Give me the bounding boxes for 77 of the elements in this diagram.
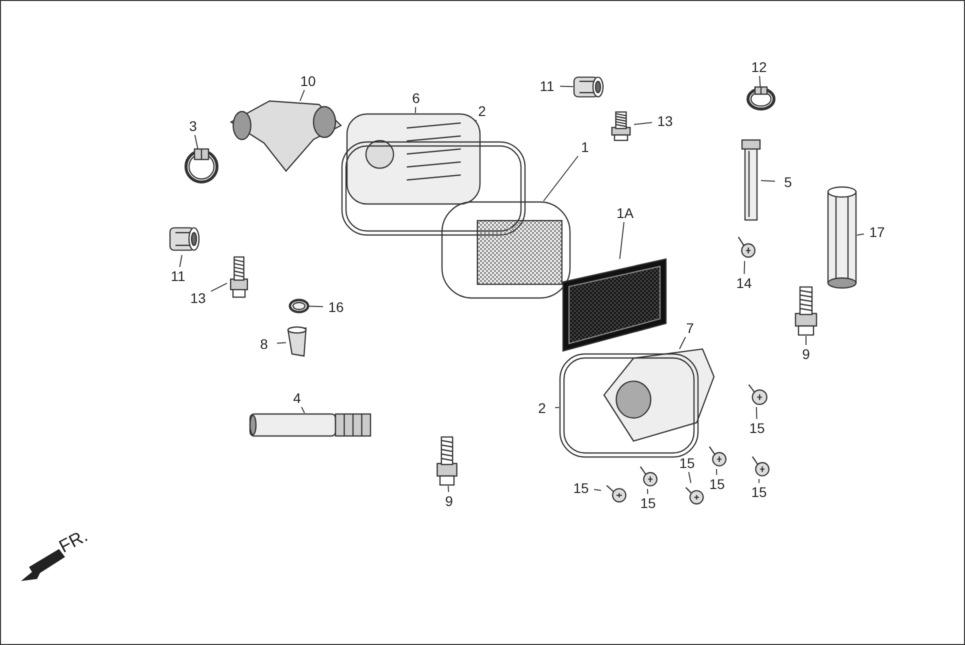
leader-line	[758, 478, 760, 484]
leader-line	[760, 180, 776, 182]
bolt-drawing	[436, 436, 458, 486]
callout-number: 7	[677, 319, 703, 337]
screw-drawing	[738, 236, 756, 258]
callout-number: 2	[469, 102, 495, 120]
leader-line	[688, 472, 692, 484]
hose-drawing	[827, 186, 857, 289]
callout-number: 9	[436, 492, 462, 510]
leader-line	[716, 468, 718, 476]
screw-drawing	[606, 484, 626, 502]
leader-line	[194, 134, 198, 150]
leader-line	[634, 122, 652, 126]
leader-line	[759, 76, 761, 88]
leader-line	[543, 156, 579, 202]
leader-line	[856, 234, 864, 236]
callout-number: 6	[403, 89, 429, 107]
callout-number: 8	[251, 335, 277, 353]
callout-number: 13	[185, 289, 211, 307]
leader-line	[679, 336, 686, 350]
callout-number: 12	[746, 58, 772, 76]
callout-number: 9	[793, 345, 819, 363]
leader-line	[210, 282, 228, 292]
callout-number: 11	[165, 267, 191, 285]
callout-number: 16	[323, 298, 349, 316]
leader-line	[594, 489, 602, 491]
callout-number: 15	[674, 454, 700, 472]
callout-number: 15	[568, 479, 594, 497]
o-ring-drawing	[288, 298, 310, 314]
callout-number: 11	[534, 77, 560, 95]
callout-number: 15	[635, 494, 661, 512]
leader-line	[744, 260, 746, 274]
leader-line	[276, 342, 286, 344]
callout-number: 1	[572, 138, 598, 156]
screw-drawing	[708, 446, 726, 466]
bolt-drawing	[611, 111, 631, 141]
filter-drawing	[441, 201, 571, 299]
leader-line	[554, 407, 560, 408]
leader-line	[448, 486, 450, 492]
intake-duct-drawing	[230, 100, 342, 172]
screw-drawing	[685, 486, 704, 504]
callout-number: 2	[529, 399, 555, 417]
hose-clamp-drawing	[746, 86, 776, 110]
leader-line	[619, 222, 624, 260]
filter-element-drawing	[562, 258, 667, 352]
callout-number: 3	[180, 117, 206, 135]
air-box-drawing	[603, 348, 715, 442]
plug-drawing	[287, 326, 307, 357]
breather-tube-drawing	[249, 413, 372, 437]
callout-number: 10	[295, 72, 321, 90]
screw-drawing	[752, 456, 770, 476]
leader-line	[308, 306, 324, 308]
rubber-sleeve-drawing	[169, 227, 200, 251]
leader-line	[300, 90, 305, 102]
callout-number: 13	[652, 112, 678, 130]
bolt-drawing	[794, 286, 818, 336]
callout-number: 1A	[612, 204, 638, 222]
callout-number: 15	[704, 475, 730, 493]
leader-line	[560, 86, 574, 88]
drain-tube-drawing	[741, 139, 761, 221]
callout-number: 14	[731, 274, 757, 292]
callout-number: 17	[864, 223, 890, 241]
callout-number: 5	[775, 173, 801, 191]
screw-drawing	[748, 384, 768, 405]
gasket-drawing	[559, 353, 699, 458]
callout-number: 15	[746, 483, 772, 501]
leader-line	[414, 106, 416, 114]
hose-clamp-drawing	[184, 148, 218, 184]
callout-number: 15	[744, 419, 770, 437]
leader-line	[756, 406, 758, 420]
leader-line	[179, 254, 182, 268]
bolt-drawing	[230, 256, 248, 298]
leader-line	[647, 488, 648, 494]
rubber-sleeve-drawing	[573, 76, 604, 98]
direction-label: FR.	[56, 525, 92, 558]
screw-drawing	[640, 466, 658, 486]
callout-number: 4	[284, 389, 310, 407]
